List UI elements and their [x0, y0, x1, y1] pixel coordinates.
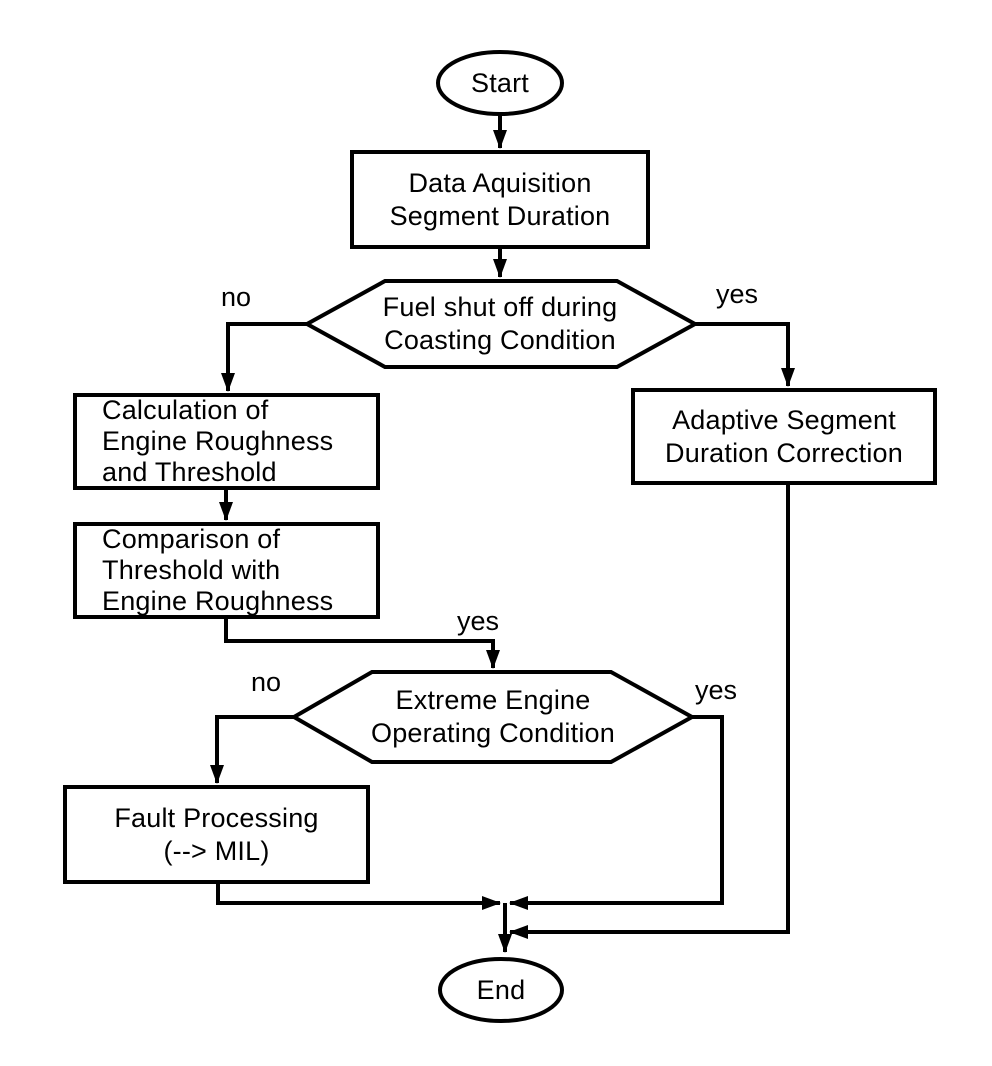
- adaptive-correction-process-shape: [631, 388, 937, 485]
- edge-comparison-yes-to-extreme-decision: [224, 617, 500, 669]
- comparison-label: Comparison of Threshold with Engine Roug…: [102, 524, 334, 616]
- fault-processing-label: Fault Processing (--> MIL): [114, 802, 319, 866]
- extreme-decision-no-label: no: [250, 667, 282, 697]
- edge-fuel-no-to-calculation: [221, 322, 307, 392]
- fuel-decision-no-label: no: [220, 282, 252, 312]
- edge-fuel-yes-to-adaptive-correction: [695, 322, 795, 387]
- end-label: End: [476, 974, 526, 1005]
- start-terminator-shape: [436, 50, 564, 116]
- end-terminator-shape: [438, 957, 564, 1023]
- edge-fault-processing-to-junction: [216, 882, 501, 910]
- data-acquisition-label: Data Aquisition Segment Duration: [389, 167, 611, 231]
- fuel-shut-off-decision-label: Fuel shut off during Coasting Condition: [382, 292, 618, 355]
- calculation-process-shape: [73, 393, 380, 490]
- comparison-process-shape: [73, 522, 380, 619]
- fuel-shut-off-decision-shape: [302, 279, 700, 369]
- extreme-decision-yes-label: yes: [694, 675, 738, 705]
- edge-extreme-yes-to-junction: [509, 715, 724, 910]
- edge-extreme-no-to-fault-processing: [210, 715, 294, 784]
- fault-processing-process-shape: [63, 785, 370, 884]
- calculation-label: Calculation of Engine Roughness and Thre…: [102, 395, 334, 487]
- edge-adaptive-correction-to-junction: [509, 483, 790, 939]
- data-acquisition-process-shape: [350, 150, 650, 249]
- extreme-condition-decision-shape: [289, 670, 697, 764]
- fuel-decision-yes-label: yes: [715, 279, 759, 309]
- start-label: Start: [470, 67, 530, 98]
- comparison-yes-label: yes: [456, 606, 500, 636]
- extreme-condition-decision-label: Extreme Engine Operating Condition: [371, 685, 615, 748]
- adaptive-correction-label: Adaptive Segment Duration Correction: [665, 404, 903, 468]
